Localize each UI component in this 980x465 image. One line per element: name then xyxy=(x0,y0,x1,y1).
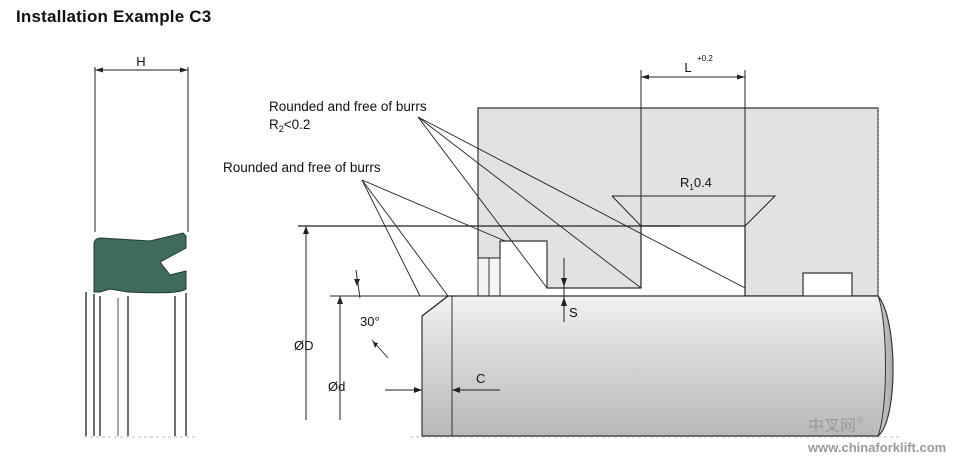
l-label: L xyxy=(684,60,691,75)
callout-top-radius: R2<0.2 xyxy=(269,117,310,134)
callout-top-leaders xyxy=(417,116,746,289)
watermark: 中叉网 ® www.chinaforklift.com xyxy=(807,415,946,455)
c-arrow-right xyxy=(452,387,460,393)
angle-arrow-bottom xyxy=(373,342,378,348)
l-arrow-left xyxy=(641,74,649,80)
h-arrow-left xyxy=(95,67,103,73)
angle-arrow-top xyxy=(354,279,360,286)
assembly-drawing: L +0.2 R10.4 Rounded and free of burrs R… xyxy=(223,54,900,438)
angle-ext xyxy=(355,269,361,299)
angle-label: 30° xyxy=(360,314,380,329)
piston-rod xyxy=(421,295,894,437)
r1-label: R10.4 xyxy=(680,175,712,192)
id-label: Ød xyxy=(328,379,345,394)
page-title: Installation Example C3 xyxy=(16,7,212,26)
l-arrow-right xyxy=(737,74,745,80)
s-label: S xyxy=(569,305,578,320)
s-arrow-top xyxy=(561,278,567,287)
c-label: C xyxy=(476,371,485,386)
c-arrow-left xyxy=(414,387,422,393)
callout-left-leaders xyxy=(361,179,506,297)
id-arrow xyxy=(337,296,343,304)
l-tolerance: +0.2 xyxy=(697,54,713,63)
seal-profile-drawing: H xyxy=(84,54,195,438)
watermark-url: www.chinaforklift.com xyxy=(807,440,946,455)
h-arrow-right xyxy=(180,67,188,73)
rod-end-cap xyxy=(876,295,894,438)
od-arrow xyxy=(303,226,309,234)
r1-marker xyxy=(611,195,777,227)
callout-left-text: Rounded and free of burrs xyxy=(223,160,381,175)
seal-body xyxy=(93,232,187,294)
chamfer-edge xyxy=(421,295,449,317)
h-label: H xyxy=(136,54,145,69)
s-arrow-bottom xyxy=(561,297,567,306)
seal-groove-walls xyxy=(85,292,187,436)
housing xyxy=(477,107,879,297)
watermark-cn: 中叉网 xyxy=(808,417,856,435)
od-label: ØD xyxy=(294,338,314,353)
callout-top-text: Rounded and free of burrs xyxy=(269,99,427,114)
watermark-reg: ® xyxy=(857,415,864,425)
